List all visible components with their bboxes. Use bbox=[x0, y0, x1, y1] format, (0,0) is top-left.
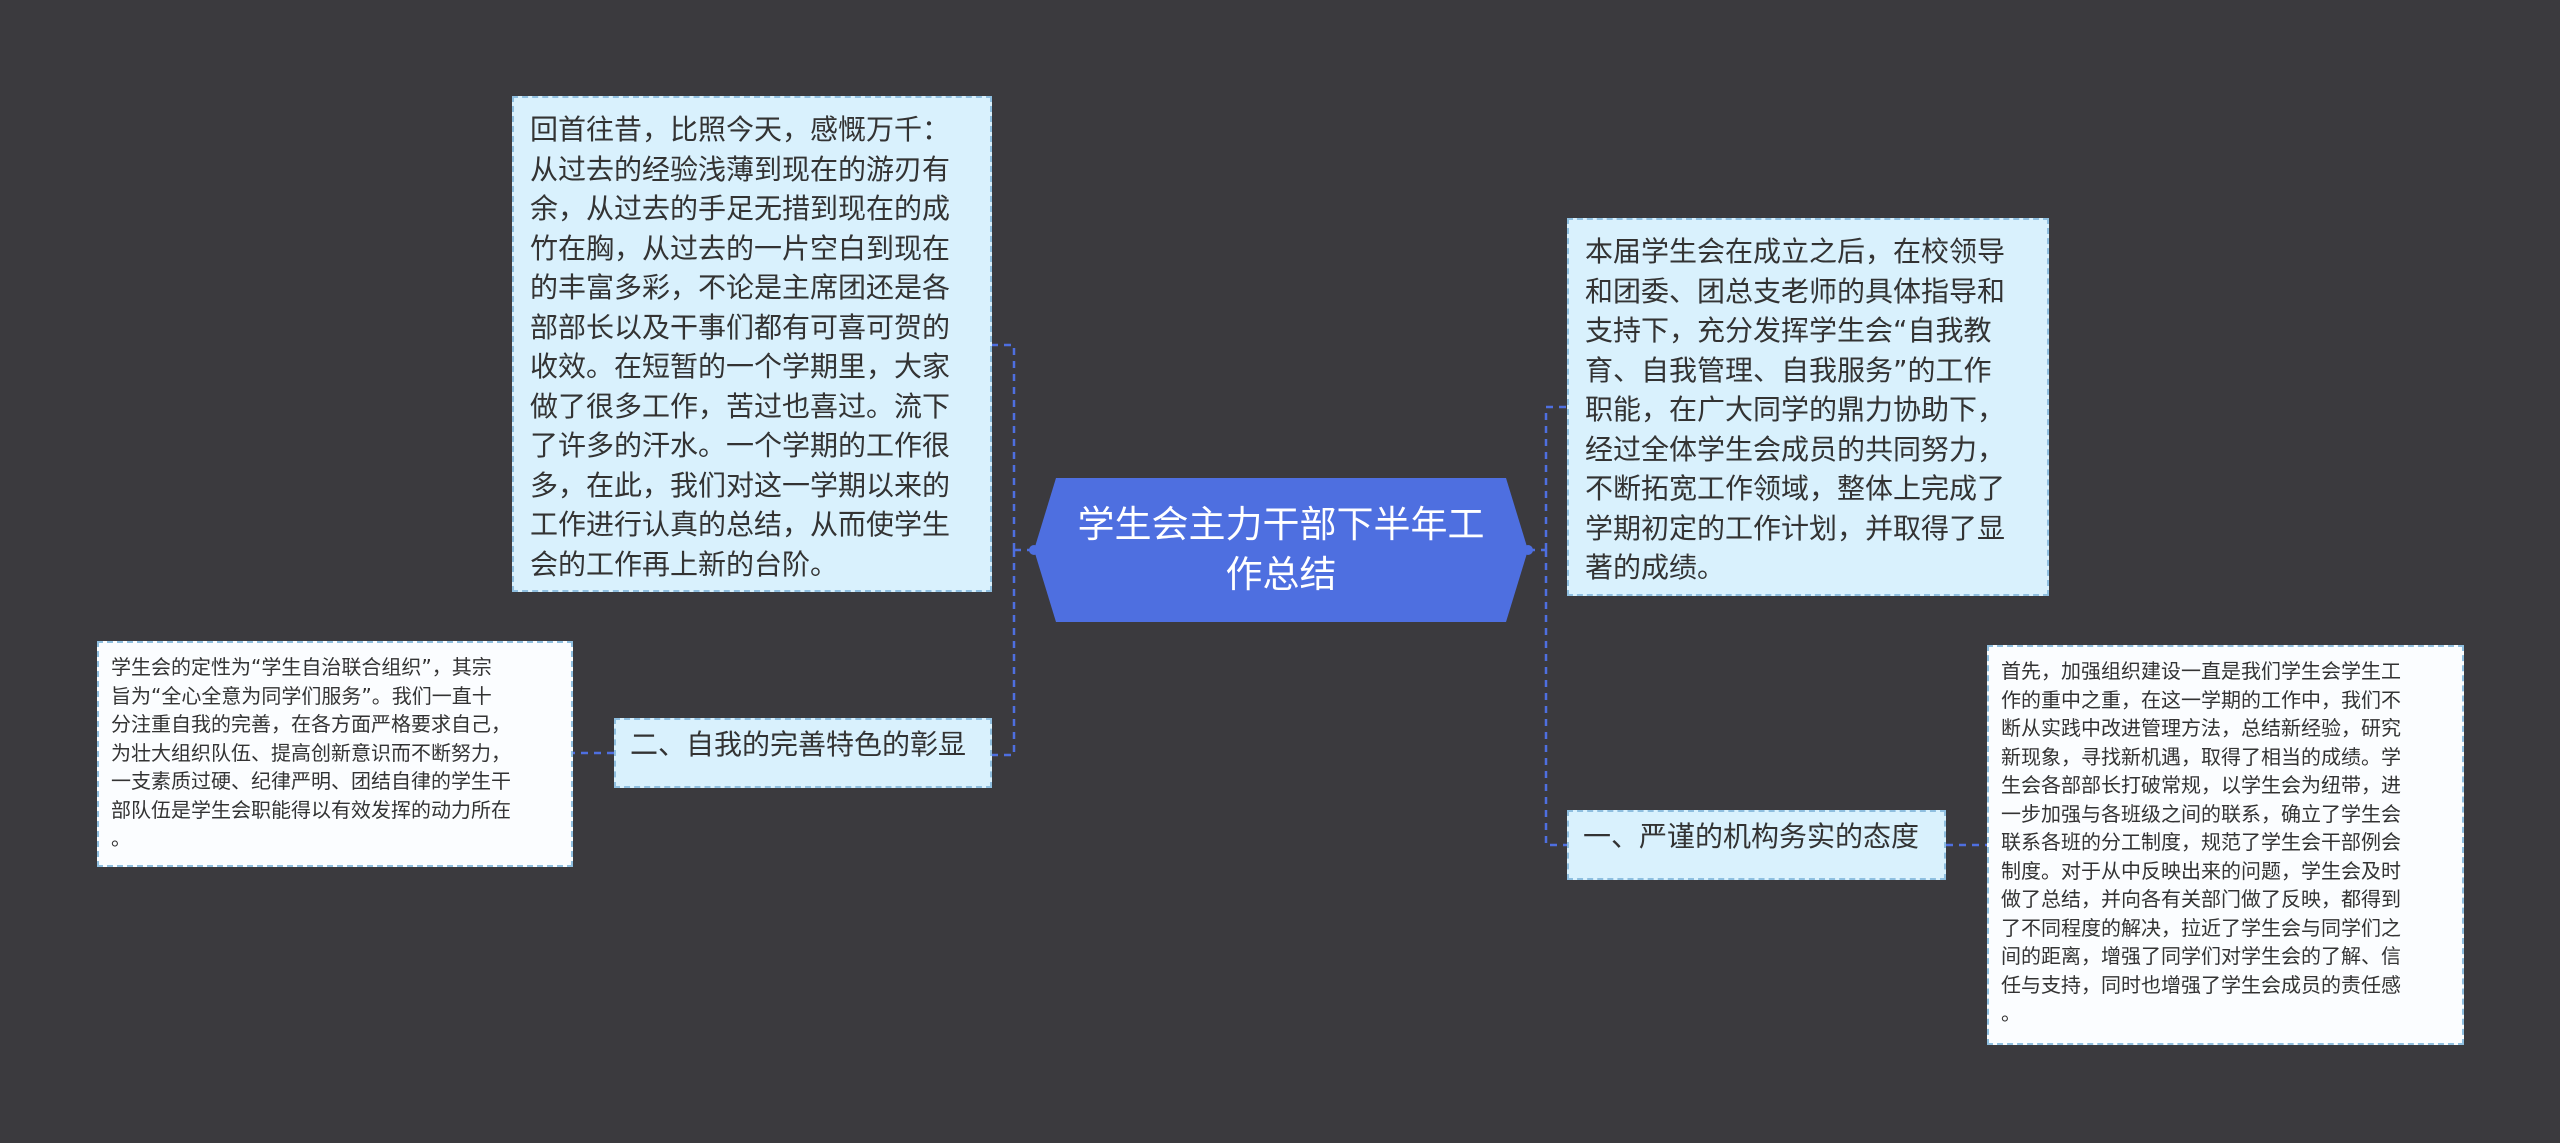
text-line: 著的成绩。 bbox=[1585, 551, 1726, 584]
text-line: 部部长以及干事们都有可喜可贺的 bbox=[530, 310, 951, 344]
root-shape bbox=[1034, 478, 1528, 622]
text-line: 职能，在广大同学的鼎力协助下， bbox=[1585, 393, 2006, 426]
text-line: 从过去的经验浅薄到现在的游刃有 bbox=[530, 152, 951, 186]
right-intro-node[interactable]: 本届学生会在成立之后，在校领导和团委、团总支老师的具体指导和支持下，充分发挥学生… bbox=[1567, 218, 2049, 596]
right-intro-text: 本届学生会在成立之后，在校领导和团委、团总支老师的具体指导和支持下，充分发挥学生… bbox=[1585, 232, 2031, 588]
root-node[interactable]: 学生会主力干部下半年工作总结 bbox=[1034, 478, 1528, 622]
text-line: 和团委、团总支老师的具体指导和 bbox=[1585, 274, 2006, 308]
text-line: 间的距离，增强了同学们对学生会的了解、信 bbox=[2001, 944, 2401, 968]
connector-left-intro bbox=[992, 343, 1016, 550]
left-intro-node[interactable]: 回首往昔，比照今天，感慨万千： 从过去的经验浅薄到现在的游刃有余，从过去的手足无措… bbox=[512, 96, 992, 592]
connector-right-intro bbox=[1544, 405, 1567, 550]
branch-2-detail-text: 学生会的定性为“学生自治联合组织”，其宗旨为“全心全意为同学们服务”。我们一直十… bbox=[111, 653, 559, 853]
text-line: 。 bbox=[2001, 1001, 2021, 1025]
text-line: 本届学生会在成立之后，在校领导 bbox=[1585, 235, 2006, 268]
text-line: 为壮大组织队伍、提高创新意识而不断努力， bbox=[111, 740, 511, 765]
text-line: 了不同程度的解决，拉近了学生会与同学们之 bbox=[2001, 915, 2401, 940]
branch-1-label: 一、严谨的机构务实的态度 bbox=[1583, 820, 1920, 853]
text-line: 收效。在短暂的一个学期里，大家 bbox=[530, 350, 951, 383]
text-line: 经过全体学生会成员的共同努力， bbox=[1585, 432, 2006, 466]
text-line: 不断拓宽工作领域，整体上完成了 bbox=[1585, 472, 2006, 505]
text-line: 会的工作再上新的台阶。 bbox=[530, 547, 839, 581]
text-line: 工作进行认真的总结，从而使学生 bbox=[530, 508, 951, 541]
connector-right-branch1 bbox=[1544, 550, 1567, 847]
branch-2-label: 二、自我的完善特色的彰显 bbox=[630, 728, 967, 761]
text-line: 部队伍是学生会职能得以有效发挥的动力所在 bbox=[111, 797, 511, 822]
branch-2-detail-node[interactable]: 学生会的定性为“学生自治联合组织”，其宗旨为“全心全意为同学们服务”。我们一直十… bbox=[97, 641, 573, 867]
text-line: 余，从过去的手足无措到现在的成 bbox=[530, 192, 951, 225]
text-line: 任与支持，同时也增强了学生会成员的责任感 bbox=[2001, 972, 2401, 997]
branch-2-node[interactable]: 二、自我的完善特色的彰显 bbox=[614, 718, 992, 788]
text-line: 。 bbox=[111, 826, 131, 850]
text-line: 学生会的定性为“学生自治联合组织”，其宗 bbox=[111, 655, 492, 679]
text-line: 做了很多工作，苦过也喜过。流下 bbox=[530, 389, 951, 423]
text-line: 一支素质过硬、纪律严明、团结自律的学生干 bbox=[111, 769, 511, 793]
text-line: 一步加强与各班级之间的联系，确立了学生会 bbox=[2001, 801, 2401, 826]
text-line: 旨为“全心全意为同学们服务”。我们一直十 bbox=[111, 683, 492, 708]
text-line: 断从实践中改进管理方法，总结新经验，研究 bbox=[2001, 716, 2401, 740]
text-line: 生会各部部长打破常规，以学生会为纽带，进 bbox=[2001, 773, 2401, 797]
text-line: 育、自我管理、自我服务”的工作 bbox=[1585, 353, 1992, 387]
text-line: 回首往昔，比照今天，感慨万千： bbox=[530, 113, 951, 146]
text-line: 制度。对于从中反映出来的问题，学生会及时 bbox=[2001, 858, 2401, 883]
text-line: 新现象，寻找新机遇，取得了相当的成绩。学 bbox=[2001, 744, 2401, 769]
text-line: 学期初定的工作计划，并取得了显 bbox=[1585, 511, 2006, 545]
text-line: 支持下，充分发挥学生会“自我教 bbox=[1585, 314, 1992, 347]
branch-1-detail-text: 首先，加强组织建设一直是我们学生会学生工作的重中之重，在这一学期的工作中，我们不… bbox=[2001, 657, 2450, 1028]
branch-1-node[interactable]: 一、严谨的机构务实的态度 bbox=[1567, 810, 1946, 880]
text-line: 的丰富多彩，不论是主席团还是各 bbox=[530, 271, 951, 304]
connector-left-branch2 bbox=[992, 550, 1016, 757]
text-line: 竹在胸，从过去的一片空白到现在 bbox=[530, 231, 951, 265]
text-line: 首先，加强组织建设一直是我们学生会学生工 bbox=[2001, 659, 2401, 683]
text-line: 作的重中之重，在这一学期的工作中，我们不 bbox=[2001, 687, 2401, 712]
text-line: 分注重自我的完善，在各方面严格要求自己， bbox=[111, 712, 511, 736]
root-title: 学生会主力干部下半年工作总结 bbox=[1077, 503, 1485, 596]
branch-1-detail-node[interactable]: 首先，加强组织建设一直是我们学生会学生工作的重中之重，在这一学期的工作中，我们不… bbox=[1987, 645, 2464, 1045]
text-line: 了许多的汗水。一个学期的工作很 bbox=[530, 429, 951, 462]
text-line: 做了总结，并向各有关部门做了反映，都得到 bbox=[2001, 887, 2401, 911]
text-line: 联系各班的分工制度，规范了学生会干部例会 bbox=[2001, 830, 2401, 854]
left-intro-text: 回首往昔，比照今天，感慨万千： 从过去的经验浅薄到现在的游刃有余，从过去的手足无措… bbox=[530, 110, 974, 584]
text-line: 多，在此，我们对这一学期以来的 bbox=[530, 468, 951, 502]
